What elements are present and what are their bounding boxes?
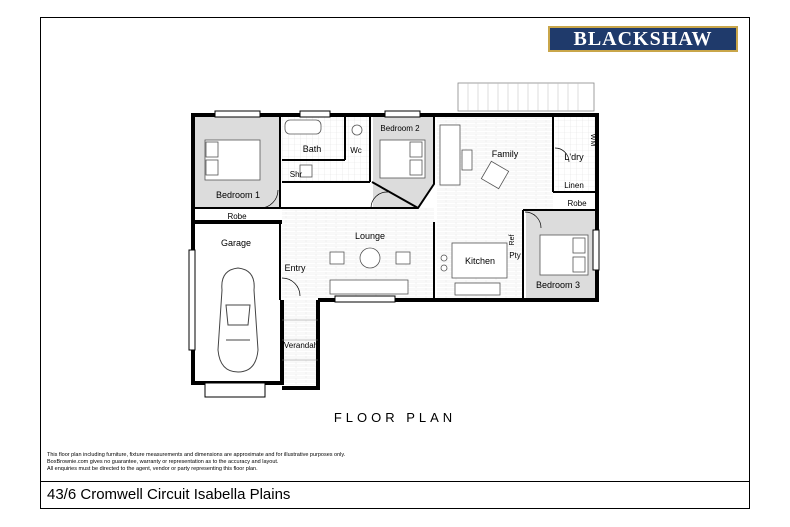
deck-pergola [457,82,595,112]
label-entry: Entry [284,263,306,273]
brand-logo: BLACKSHAW [548,26,738,52]
label-kitchen: Kitchen [465,256,495,266]
label-family: Family [492,149,519,159]
label-pantry: Pty [509,251,521,260]
label-shr: Shr [290,170,303,179]
brand-logo-text: BLACKSHAW [573,27,713,50]
interior-walls [195,115,597,300]
label-bedroom-3: Bedroom 3 [536,280,580,290]
label-verandah: Verandah [284,341,318,350]
disclaimer-line: BoxBrownie.com gives no guarantee, warra… [47,459,279,465]
page-frame [40,17,750,509]
disclaimer-line: This floor plan including furniture, fix… [47,452,346,458]
windows [188,110,600,398]
verandah-floor [282,300,318,385]
label-lounge: Lounge [355,231,385,241]
label-bath: Bath [303,144,322,154]
car-icon [217,267,259,373]
label-robe-2: Robe [567,199,587,208]
label-linen: Linen [564,181,584,190]
verandah-steps [282,319,318,361]
disclaimer: This floor plan including furniture, fix… [47,452,467,473]
label-robe-1: Robe [227,212,247,221]
furniture [204,119,589,296]
label-laundry: L'dry [564,152,584,162]
label-ref: Ref [509,235,516,246]
property-address: 43/6 Cromwell Circuit Isabella Plains [47,486,291,503]
label-bedroom-2: Bedroom 2 [380,124,420,133]
laundry-floor [555,117,595,192]
label-wc: Wc [350,146,362,155]
footer-divider [40,481,750,482]
floor-plan-title: FLOOR PLAN [333,410,457,425]
label-garage: Garage [221,238,251,248]
label-bedroom-1: Bedroom 1 [216,190,260,200]
doors [259,147,570,297]
label-wm: WM [589,134,596,147]
disclaimer-line: All enquiries must be directed to the ag… [47,466,258,472]
